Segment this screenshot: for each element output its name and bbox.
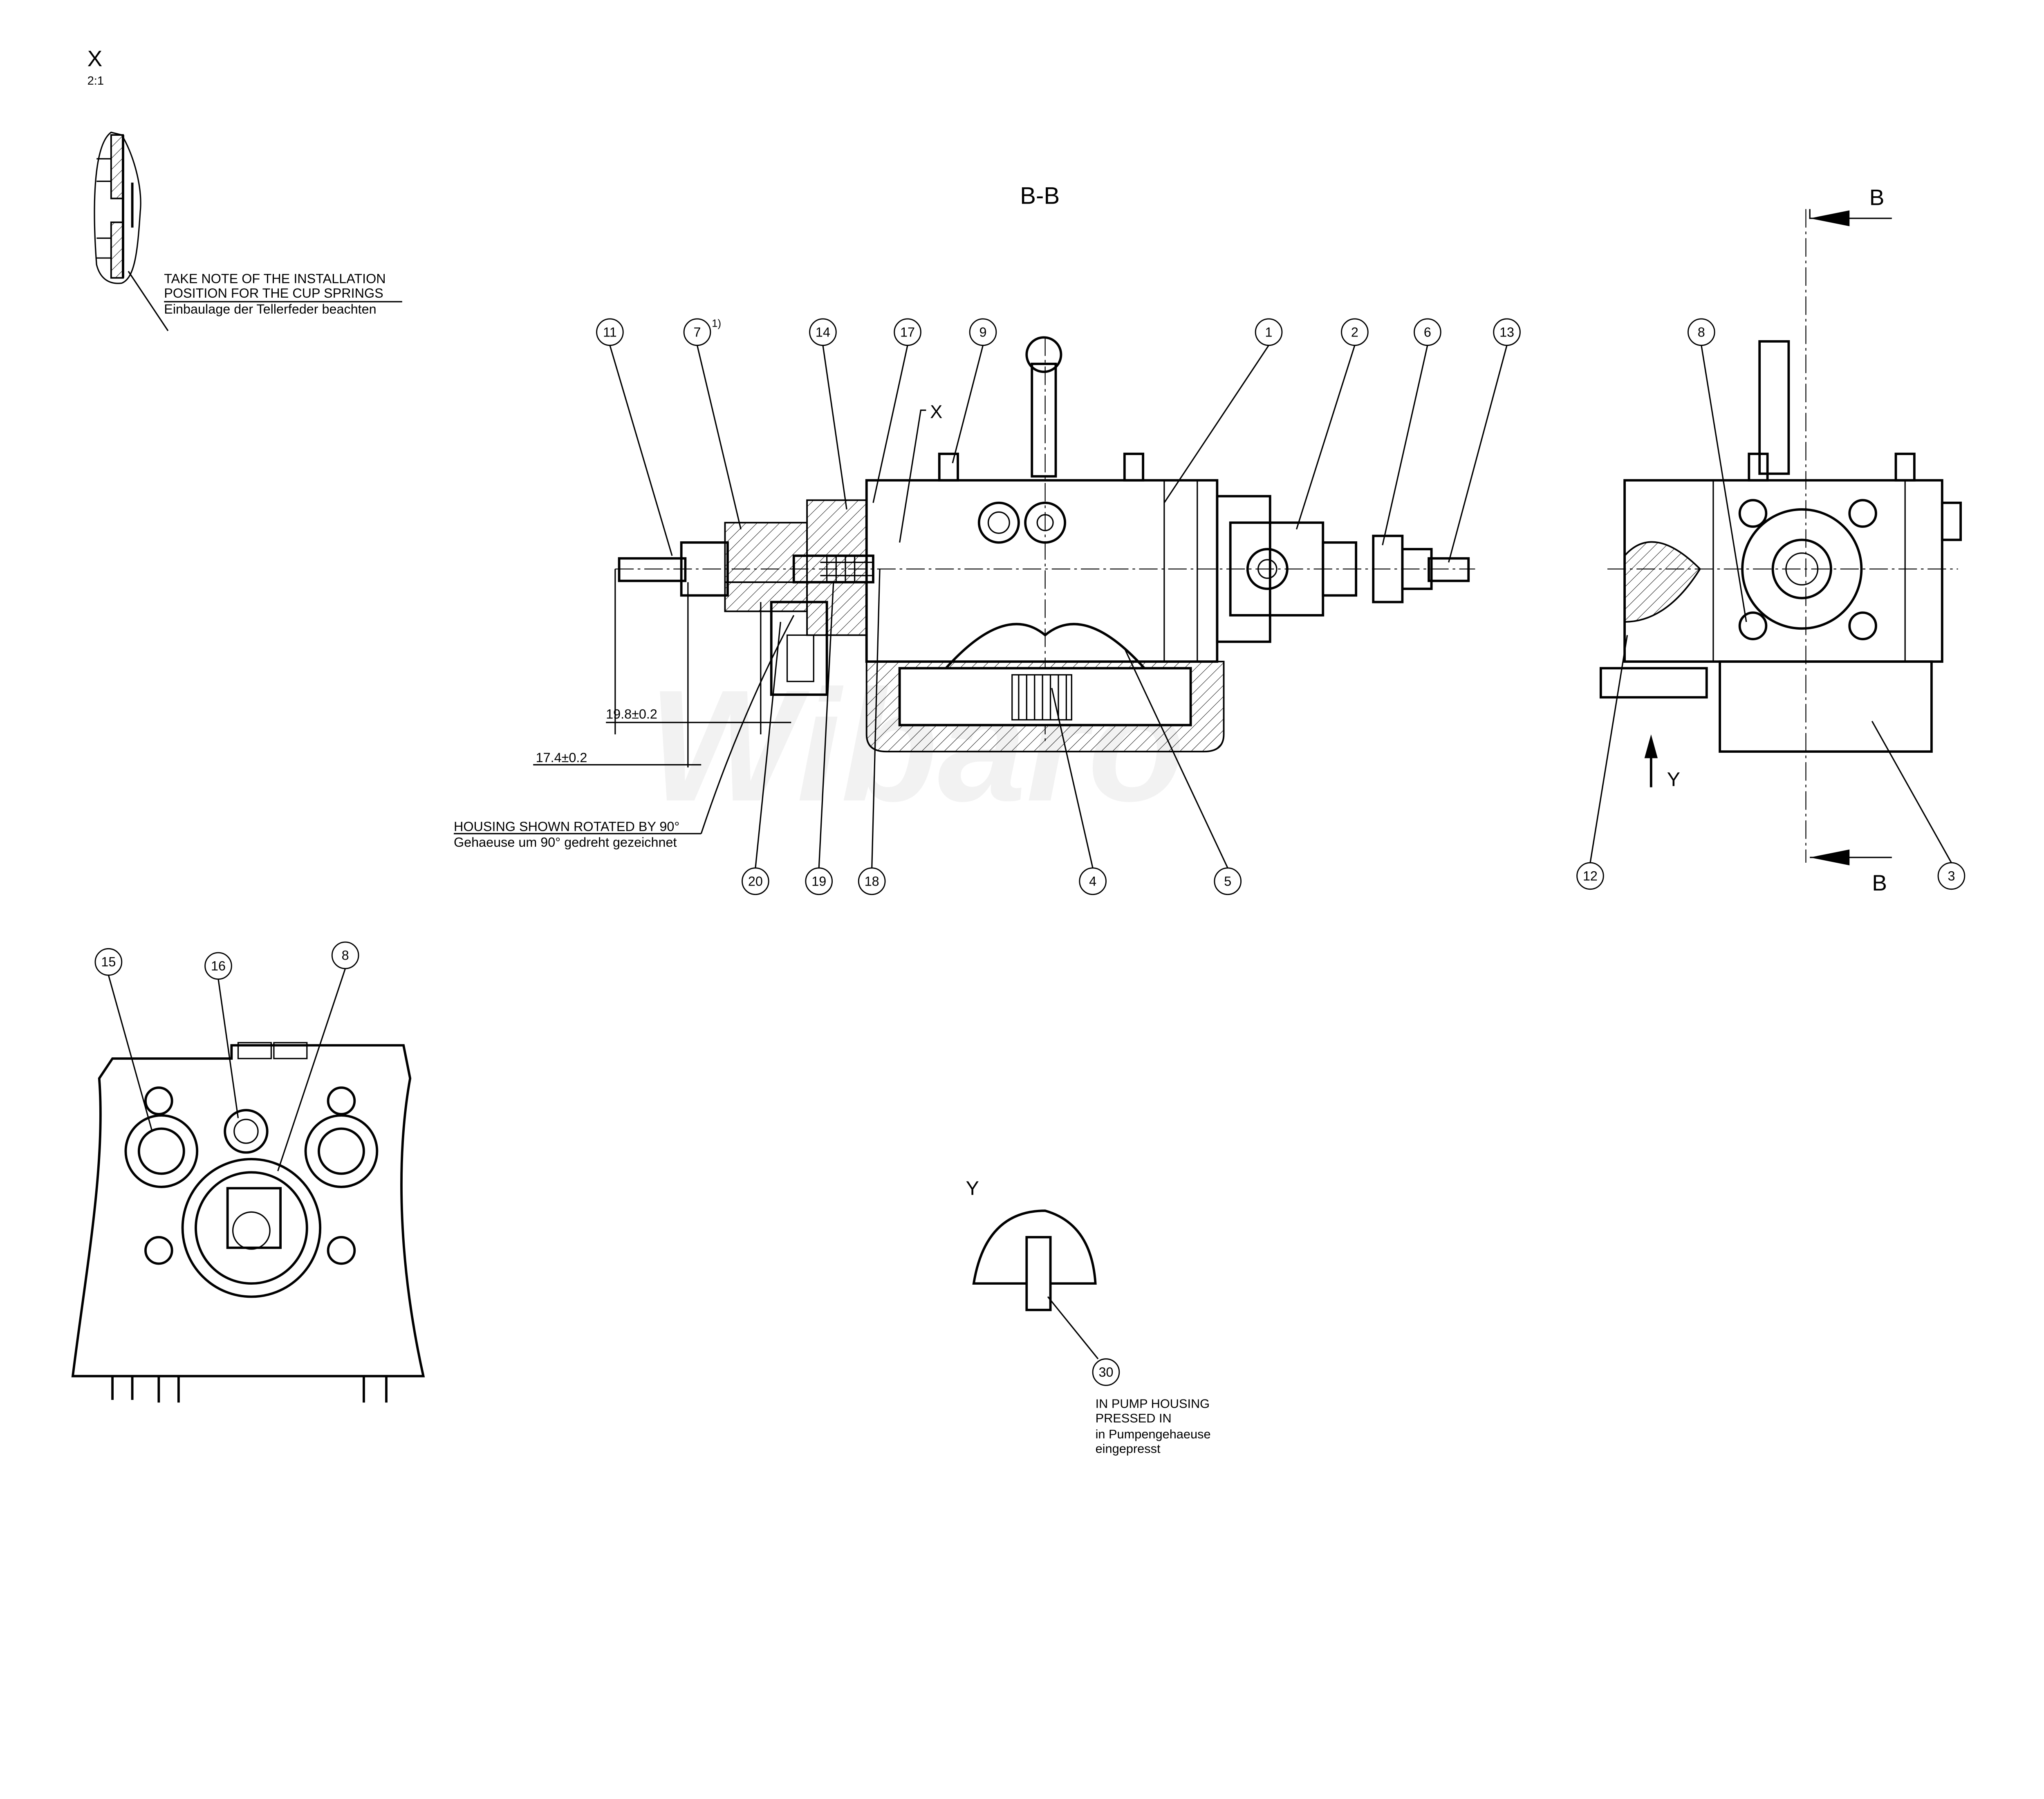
balloon-4: 4 xyxy=(1079,867,1107,895)
rotation-note-de: Gehaeuse um 90° gedreht gezeichnet xyxy=(454,835,677,850)
balloon-7: 7 xyxy=(683,318,711,346)
balloon-number: 7 xyxy=(693,325,701,339)
balloon-17: 17 xyxy=(894,318,921,346)
balloon-number: 18 xyxy=(865,874,879,888)
balloon-number: 8 xyxy=(1698,325,1705,339)
footnote-mark: 1) xyxy=(712,318,721,329)
balloon-12: 12 xyxy=(1576,862,1604,890)
section-marker-bottom: B xyxy=(1872,870,1887,895)
detail-x-note-en-1: TAKE NOTE OF THE INSTALLATION xyxy=(164,271,385,286)
balloon-2: 2 xyxy=(1341,318,1369,346)
balloons: 11 7 14 17 9 1 2 6 13 8 20 19 18 4 5 12 … xyxy=(94,318,1966,1386)
detail-x-note-en-2: POSITION FOR THE CUP SPRINGS xyxy=(164,286,383,301)
balloon-number: 6 xyxy=(1424,325,1431,339)
balloon-30: 30 xyxy=(1092,1358,1120,1386)
leader-lines xyxy=(108,345,1952,1171)
balloon-number: 11 xyxy=(603,325,617,339)
balloon-number: 3 xyxy=(1948,868,1955,883)
balloon-number: 13 xyxy=(1499,325,1514,339)
detail-y: Y IN PUMP HOUSING PRESSED IN in Pumpenge… xyxy=(966,1177,1210,1456)
balloon-number: 19 xyxy=(811,874,826,888)
view-arrow-y xyxy=(1644,734,1658,758)
balloon-number: 20 xyxy=(748,874,763,888)
section-arrow-top xyxy=(1810,210,1850,227)
section-marker-top: B xyxy=(1869,185,1885,210)
detail-x: X 2:1 TAKE NOTE OF THE INSTALLATION POSI… xyxy=(87,46,402,331)
balloon-number: 16 xyxy=(211,958,226,973)
balloon-15: 15 xyxy=(94,948,123,976)
detail-y-note-3: in Pumpengehaeuse xyxy=(1096,1427,1211,1441)
balloon-19: 19 xyxy=(805,867,833,895)
detail-x-scale: 2:1 xyxy=(87,74,104,87)
section-title: B-B xyxy=(1020,182,1060,209)
balloon-number: 2 xyxy=(1351,325,1358,339)
balloon-number: 1 xyxy=(1265,325,1273,339)
balloon-number: 12 xyxy=(1583,868,1598,883)
balloon-8-bottom: 8 xyxy=(331,941,359,969)
side-view: B B Y xyxy=(1599,185,1962,895)
balloon-9: 9 xyxy=(969,318,997,346)
detail-y-title: Y xyxy=(966,1177,979,1199)
balloon-6: 6 xyxy=(1414,318,1441,346)
detail-y-note-2: PRESSED IN xyxy=(1096,1411,1172,1425)
balloon-number: 14 xyxy=(816,325,830,339)
section-arrow-bottom xyxy=(1810,849,1850,866)
balloon-number: 4 xyxy=(1089,874,1096,888)
balloon-number: 17 xyxy=(900,325,915,339)
balloon-13: 13 xyxy=(1493,318,1521,346)
balloon-11: 11 xyxy=(596,318,624,346)
balloon-8-side: 8 xyxy=(1687,318,1715,346)
balloon-number: 15 xyxy=(101,955,116,969)
technical-drawing: Wibaro X 2:1 TAKE NOTE OF THE INSTALLATI… xyxy=(71,46,1966,1456)
detail-y-note-1: IN PUMP HOUSING xyxy=(1096,1396,1210,1411)
balloon-number: 8 xyxy=(342,948,349,963)
detail-x-marker: X xyxy=(930,402,942,422)
balloon-20: 20 xyxy=(742,867,769,895)
balloon-number: 5 xyxy=(1224,874,1231,888)
bottom-view xyxy=(71,1042,425,1403)
balloon-number: 30 xyxy=(1098,1365,1113,1380)
detail-x-note-de: Einbaulage der Tellerfeder beachten xyxy=(164,302,376,316)
detail-x-title: X xyxy=(87,46,103,71)
balloon-18: 18 xyxy=(858,867,886,895)
detail-y-note-4: eingepresst xyxy=(1096,1441,1161,1456)
balloon-1: 1 xyxy=(1255,318,1283,346)
rotation-note-en: HOUSING SHOWN ROTATED BY 90° xyxy=(454,819,679,834)
dimension-17-4: 17.4±0.2 xyxy=(536,750,587,765)
section-b-b-view: B-B 19.8±0.2 17.4 xyxy=(454,182,1475,850)
dimension-19-8: 19.8±0.2 xyxy=(606,707,657,721)
balloon-3: 3 xyxy=(1937,862,1966,890)
view-marker-y: Y xyxy=(1667,768,1680,790)
balloon-14: 14 xyxy=(809,318,837,346)
balloon-16: 16 xyxy=(204,952,232,980)
balloon-5: 5 xyxy=(1214,867,1242,895)
balloon-number: 9 xyxy=(979,325,987,339)
